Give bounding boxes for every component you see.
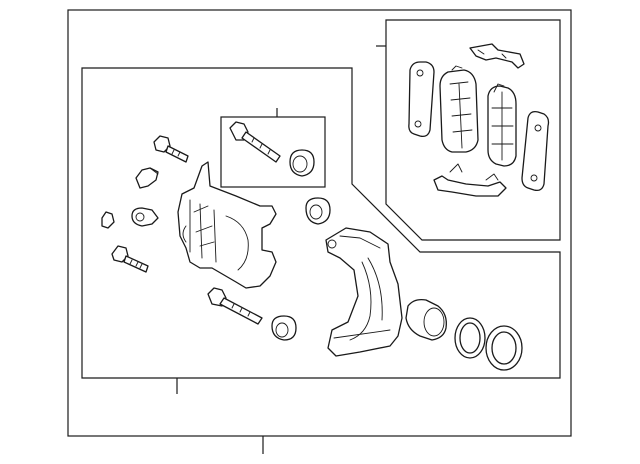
bleeder-bolt xyxy=(153,135,189,163)
brake-pad-left xyxy=(439,65,479,153)
guide-pin-boot-mid xyxy=(305,197,331,225)
guide-pin-boot-upper xyxy=(289,149,315,177)
caliper-piston xyxy=(405,298,447,341)
anti-rattle-clip-top xyxy=(469,43,525,69)
pad-shim-outer-right xyxy=(521,110,550,192)
piston-dust-boot xyxy=(485,325,523,371)
anti-rattle-clip-bottom xyxy=(433,163,507,197)
guide-pin-lower xyxy=(207,287,263,325)
piston-seal xyxy=(454,317,486,359)
outer-assembly-frame xyxy=(67,9,572,437)
dust-cap-small xyxy=(101,211,115,229)
guide-pin-kit-frame xyxy=(220,108,326,188)
caliper-assembly-frame xyxy=(81,67,561,394)
brake-pad-right xyxy=(487,83,517,167)
pad-set-frame xyxy=(376,19,561,241)
caliper-bracket xyxy=(325,227,403,357)
guide-pin-upper xyxy=(229,121,281,163)
caliper-body xyxy=(177,161,277,289)
bleeder-cap xyxy=(135,167,159,189)
bushing-small xyxy=(131,207,159,227)
guide-pin-boot-lower xyxy=(271,315,297,341)
mounting-bolt-upper xyxy=(111,245,149,273)
pad-shim-outer-left xyxy=(408,61,435,138)
